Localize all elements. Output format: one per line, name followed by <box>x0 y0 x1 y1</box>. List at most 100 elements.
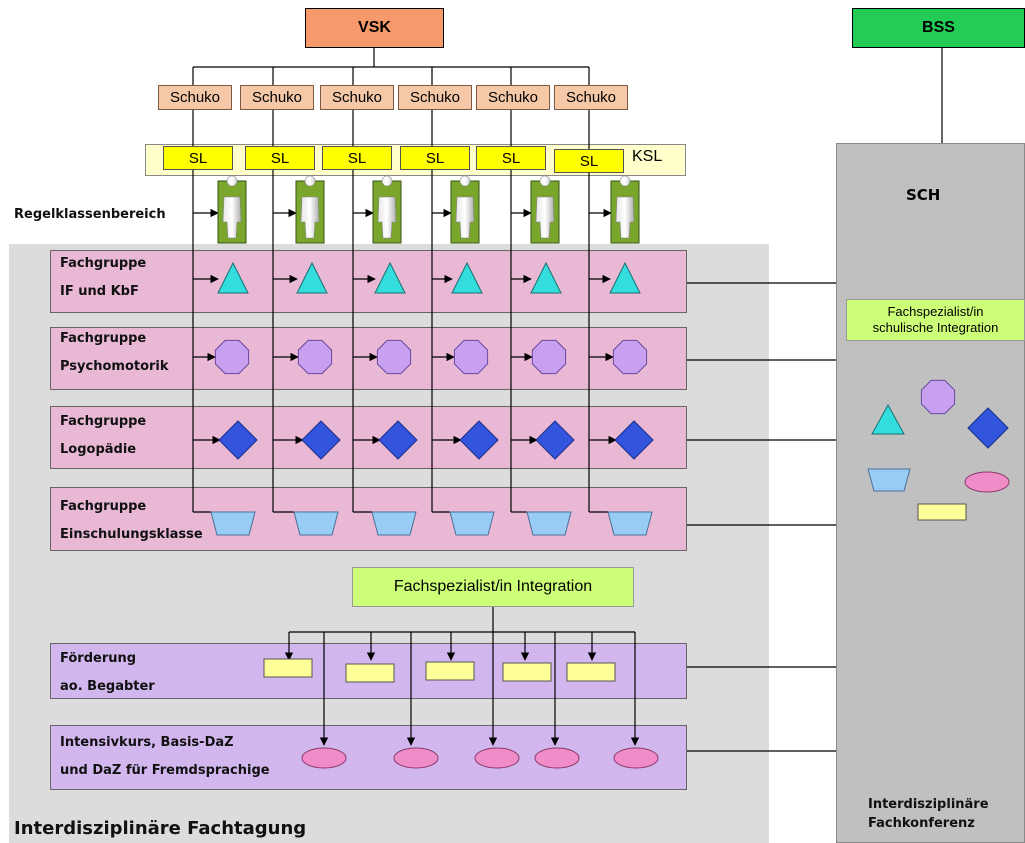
rectangle-icon <box>917 503 967 521</box>
band-label-line2: IF und KbF <box>60 284 139 299</box>
diamond-icon <box>967 407 1009 449</box>
triangle-icon <box>871 403 905 435</box>
fachspezialist-schulische-integration: Fachspezialist/in schulische Integration <box>846 299 1025 341</box>
schuko-label: Schuko <box>251 89 303 106</box>
triangle-icon <box>374 261 406 294</box>
band-label-line2: Logopädie <box>60 442 137 457</box>
octagon-icon <box>612 339 648 375</box>
schuko-label: Schuko <box>331 89 383 106</box>
octagon-icon <box>376 339 412 375</box>
fachspezialist-integration: Fachspezialist/in Integration <box>352 567 634 607</box>
vsk-label: VSK <box>358 19 391 36</box>
band-label-line2: und DaZ für Fremdsprachige <box>60 763 270 778</box>
band-einschulungsklasse <box>50 487 687 551</box>
trapezoid-icon <box>867 468 911 492</box>
rectangle-icon <box>425 661 475 681</box>
band-intensivkurs <box>50 725 687 790</box>
fachkonferenz-line1: Interdisziplinäre <box>868 797 989 812</box>
band-label: Fachgruppe Psychomotorik <box>60 325 169 381</box>
ellipse-icon <box>301 747 347 769</box>
triangle-icon <box>451 261 483 294</box>
octagon-icon <box>214 339 250 375</box>
ellipse-icon <box>393 747 439 769</box>
octagon-icon <box>453 339 489 375</box>
sl-box: SL <box>163 146 233 170</box>
schuko-box: Schuko <box>158 85 232 110</box>
band-label: Fachgruppe Logopädie <box>60 408 146 464</box>
band-label-line1: Fachgruppe <box>60 499 147 514</box>
triangle-icon <box>296 261 328 294</box>
rectangle-icon <box>502 662 552 682</box>
schuko-box: Schuko <box>240 85 314 110</box>
band-label-line1: Fachgruppe <box>60 414 147 429</box>
person-icon <box>300 175 320 239</box>
sl-label: SL <box>188 149 208 167</box>
trapezoid-icon <box>449 511 495 536</box>
trapezoid-icon <box>371 511 417 536</box>
diamond-icon <box>218 420 258 460</box>
sch-panel <box>836 143 1025 843</box>
band-logopaedie <box>50 406 687 469</box>
schuko-label: Schuko <box>487 89 539 106</box>
person-icon <box>455 175 475 239</box>
schuko-label: Schuko <box>169 89 221 106</box>
octagon-icon <box>297 339 333 375</box>
spec-school-line1: Fachspezialist/in <box>887 304 984 319</box>
ellipse-icon <box>964 471 1010 493</box>
trapezoid-icon <box>210 511 256 536</box>
rectangle-icon <box>566 662 616 682</box>
ellipse-icon <box>474 747 520 769</box>
fachtagung-label: Interdisziplinäre Fachtagung <box>14 818 307 839</box>
person-icon <box>377 175 397 239</box>
person-icon <box>615 175 635 239</box>
sl-label: SL <box>579 152 599 170</box>
band-label-line1: Fachgruppe <box>60 331 147 346</box>
band-label: Fachgruppe Einschulungsklasse <box>60 493 203 549</box>
trapezoid-icon <box>607 511 653 536</box>
diamond-icon <box>301 420 341 460</box>
trapezoid-icon <box>293 511 339 536</box>
schuko-box: Schuko <box>476 85 550 110</box>
schuko-box: Schuko <box>320 85 394 110</box>
bss-label: BSS <box>922 19 955 36</box>
ellipse-icon <box>613 747 659 769</box>
vsk-box: VSK <box>305 8 444 48</box>
band-label-line1: Förderung <box>60 651 137 666</box>
diamond-icon <box>378 420 418 460</box>
diamond-icon <box>459 420 499 460</box>
band-label: Intensivkurs, Basis-DaZ und DaZ für Frem… <box>60 729 270 785</box>
bss-box: BSS <box>852 8 1025 48</box>
trapezoid-icon <box>526 511 572 536</box>
regelklassenbereich-label: Regelklassenbereich <box>14 207 166 222</box>
schuko-label: Schuko <box>409 89 461 106</box>
ksl-label: KSL <box>632 148 663 165</box>
sl-box: SL <box>476 146 546 170</box>
triangle-icon <box>530 261 562 294</box>
triangle-icon <box>609 261 641 294</box>
rectangle-icon <box>263 658 313 678</box>
sl-box: SL <box>400 146 470 170</box>
sl-box: SL <box>322 146 392 170</box>
spec-school-line2: schulische Integration <box>872 320 999 335</box>
band-label-line1: Intensivkurs, Basis-DaZ <box>60 735 234 750</box>
band-label: Förderung ao. Begabter <box>60 645 155 701</box>
sch-label: SCH <box>906 186 941 204</box>
person-icon <box>222 175 242 239</box>
band-label-line2: Einschulungsklasse <box>60 527 203 542</box>
sl-box: SL <box>245 146 315 170</box>
octagon-icon <box>531 339 567 375</box>
octagon-icon <box>920 379 956 415</box>
triangle-icon <box>217 261 249 294</box>
band-psychomotorik <box>50 327 687 390</box>
rectangle-icon <box>345 663 395 683</box>
schuko-box: Schuko <box>398 85 472 110</box>
diamond-icon <box>614 420 654 460</box>
band-label-line2: ao. Begabter <box>60 679 155 694</box>
spec-integration-label: Fachspezialist/in Integration <box>393 578 593 595</box>
sl-label: SL <box>347 149 367 167</box>
schuko-box: Schuko <box>554 85 628 110</box>
band-label-line2: Psychomotorik <box>60 359 169 374</box>
person-icon <box>535 175 555 239</box>
sl-label: SL <box>425 149 445 167</box>
